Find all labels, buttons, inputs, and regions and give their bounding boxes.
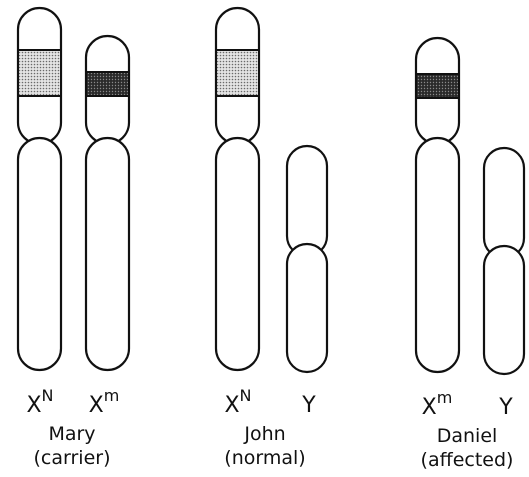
- lower-arm: [287, 244, 327, 372]
- allele-band-mutant: [416, 74, 459, 98]
- person-status-daniel: (affected): [421, 449, 514, 471]
- chromosome-daniel-y: [484, 148, 524, 374]
- long-arm: [216, 138, 259, 370]
- group-daniel: Xm Y Daniel (affected): [416, 38, 524, 471]
- chromosome-mary-xn: [18, 8, 61, 370]
- allele-band-mutant: [86, 72, 129, 96]
- label-mary-xn: XN: [26, 386, 53, 418]
- person-status-john: (normal): [224, 447, 305, 469]
- chromosome-john-xn: [216, 8, 259, 370]
- label-daniel-y: Y: [498, 395, 513, 420]
- label-john-xn: XN: [224, 386, 251, 418]
- label-daniel-xm: Xm: [422, 388, 453, 420]
- upper-arm: [287, 146, 327, 256]
- chromosome-mary-xm: [86, 36, 129, 370]
- long-arm: [416, 138, 459, 372]
- person-name-mary: Mary: [48, 423, 95, 445]
- group-john: XN Y John (normal): [216, 8, 327, 469]
- label-john-y: Y: [301, 393, 316, 418]
- long-arm: [86, 138, 129, 370]
- allele-band-normal: [18, 50, 61, 96]
- chromosome-daniel-xm: [416, 38, 459, 372]
- upper-arm: [484, 148, 524, 258]
- label-mary-xm: Xm: [89, 386, 120, 418]
- long-arm: [18, 138, 61, 370]
- lower-arm: [484, 246, 524, 374]
- group-mary: XN Xm Mary (carrier): [18, 8, 129, 469]
- chromosome-john-y: [287, 146, 327, 372]
- person-status-mary: (carrier): [34, 447, 111, 469]
- allele-band-normal: [216, 50, 259, 96]
- person-name-john: John: [243, 423, 285, 445]
- person-name-daniel: Daniel: [437, 425, 498, 447]
